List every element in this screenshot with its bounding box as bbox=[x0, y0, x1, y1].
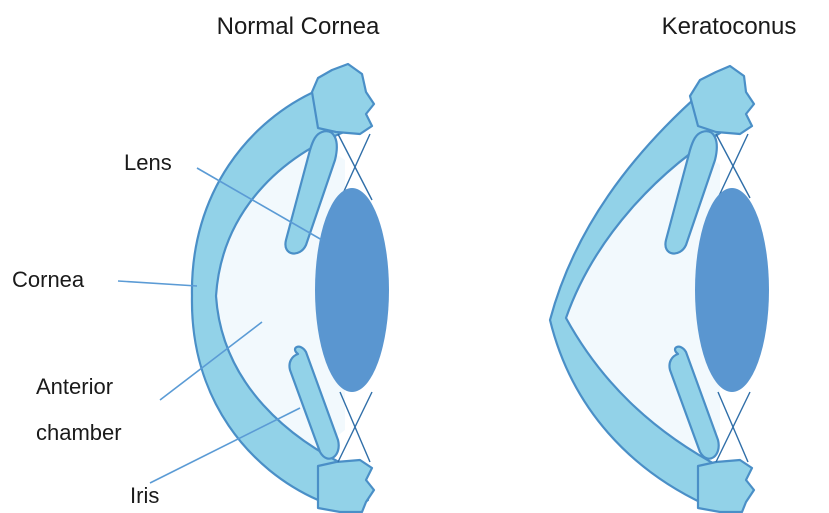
normal-cornea-title: Normal Cornea bbox=[217, 13, 380, 40]
cornea-leader-line bbox=[118, 281, 197, 286]
anterior-label: Anterior bbox=[36, 374, 113, 399]
keratoconus-eye-group bbox=[550, 66, 769, 512]
keratoconus-upper-ciliary bbox=[690, 66, 754, 134]
chamber-label: chamber bbox=[36, 420, 122, 445]
cornea-label: Cornea bbox=[12, 267, 85, 292]
normal-eye-group bbox=[192, 64, 389, 512]
normal-lower-ciliary bbox=[318, 460, 374, 512]
keratoconus-title: Keratoconus bbox=[662, 13, 797, 40]
keratoconus-lower-ciliary bbox=[698, 460, 754, 512]
normal-lens bbox=[315, 188, 389, 392]
normal-upper-ciliary bbox=[312, 64, 374, 134]
iris-label: Iris bbox=[130, 483, 159, 508]
keratoconus-lens bbox=[695, 188, 769, 392]
lens-label: Lens bbox=[124, 150, 172, 175]
